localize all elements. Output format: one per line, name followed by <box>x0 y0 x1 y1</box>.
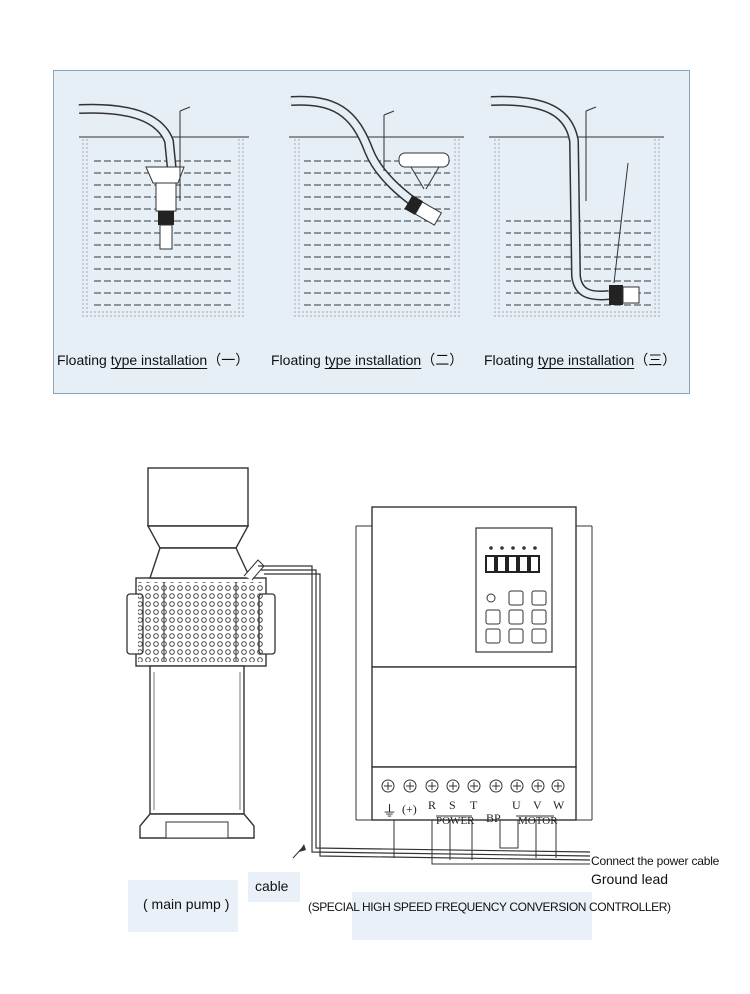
cable-label: cable <box>255 878 289 894</box>
cable-lines <box>258 565 591 861</box>
power-label: POWER <box>436 815 475 827</box>
main-pump-drawing <box>126 467 276 839</box>
terminal-bp-label: BP <box>486 811 501 825</box>
ground-symbol: ⏚ <box>382 804 398 820</box>
controller-label-bg <box>352 892 592 940</box>
led-row <box>489 546 537 550</box>
main-pump-label-bg <box>128 880 238 932</box>
terminal-r-label: R <box>428 798 437 812</box>
terminal-plus-label: (+) <box>402 802 417 816</box>
terminal-u-label: U <box>512 798 521 812</box>
main-pump-label: ( main pump ) <box>143 896 230 912</box>
keypad <box>485 590 547 644</box>
digital-display <box>485 555 540 573</box>
terminal-s-label: S <box>449 798 456 812</box>
figure-3-diagram <box>489 95 664 319</box>
connect-power-cable-label: Connect the power cable <box>591 854 720 868</box>
ground-lead-label: Ground lead <box>591 871 669 887</box>
controller-drawing <box>355 506 593 865</box>
motor-label: MOTOR <box>518 815 558 827</box>
controller-label: (SPECIAL HIGH SPEED FREQUENCY CONVERSION… <box>308 900 671 914</box>
terminal-w-label: W <box>553 798 565 812</box>
terminal-v-label: V <box>533 798 542 812</box>
terminal-screws <box>381 779 565 793</box>
figure-3-caption: Floating type installation（三） <box>484 352 677 368</box>
figure-2-diagram <box>289 95 464 319</box>
figure-2-caption: Floating type installation（二） <box>271 352 464 368</box>
cable-label-bg <box>248 872 300 902</box>
figure-1-caption: Floating type installation（一） <box>57 352 250 368</box>
installation-panel: Floating type installation（一） Floating t… <box>53 70 690 394</box>
figure-1-diagram <box>78 103 249 319</box>
installation-figures <box>78 95 664 319</box>
terminal-t-label: T <box>470 798 478 812</box>
